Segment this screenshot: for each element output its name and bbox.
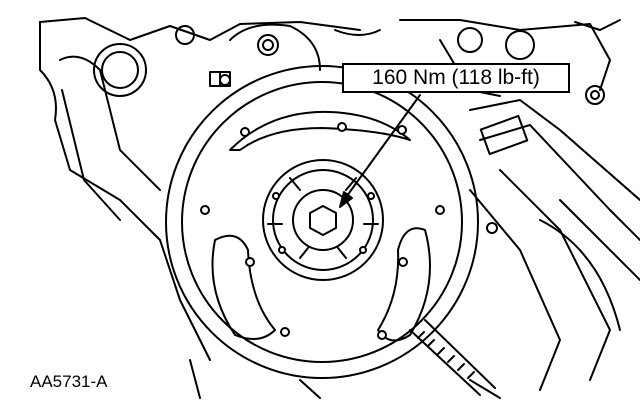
pulley-rim	[165, 65, 479, 379]
engine-hardware-outline	[399, 19, 621, 105]
crankshaft-bolt	[309, 205, 337, 236]
drive-belt	[409, 319, 496, 396]
engine-block-outline	[39, 17, 381, 361]
figure-reference-id: AA5731-A	[30, 372, 108, 391]
pulley-hub	[262, 159, 384, 281]
callout-leader-arrow	[339, 94, 421, 208]
torque-spec-callout: 160 Nm (118 lb-ft)	[342, 63, 570, 93]
tensioner-assembly	[469, 99, 640, 391]
upper-fastener	[209, 71, 231, 87]
pulley-spoke-windows	[211, 110, 431, 342]
pulley-bolt-holes	[200, 122, 445, 340]
lower-engine-outline	[189, 359, 501, 399]
